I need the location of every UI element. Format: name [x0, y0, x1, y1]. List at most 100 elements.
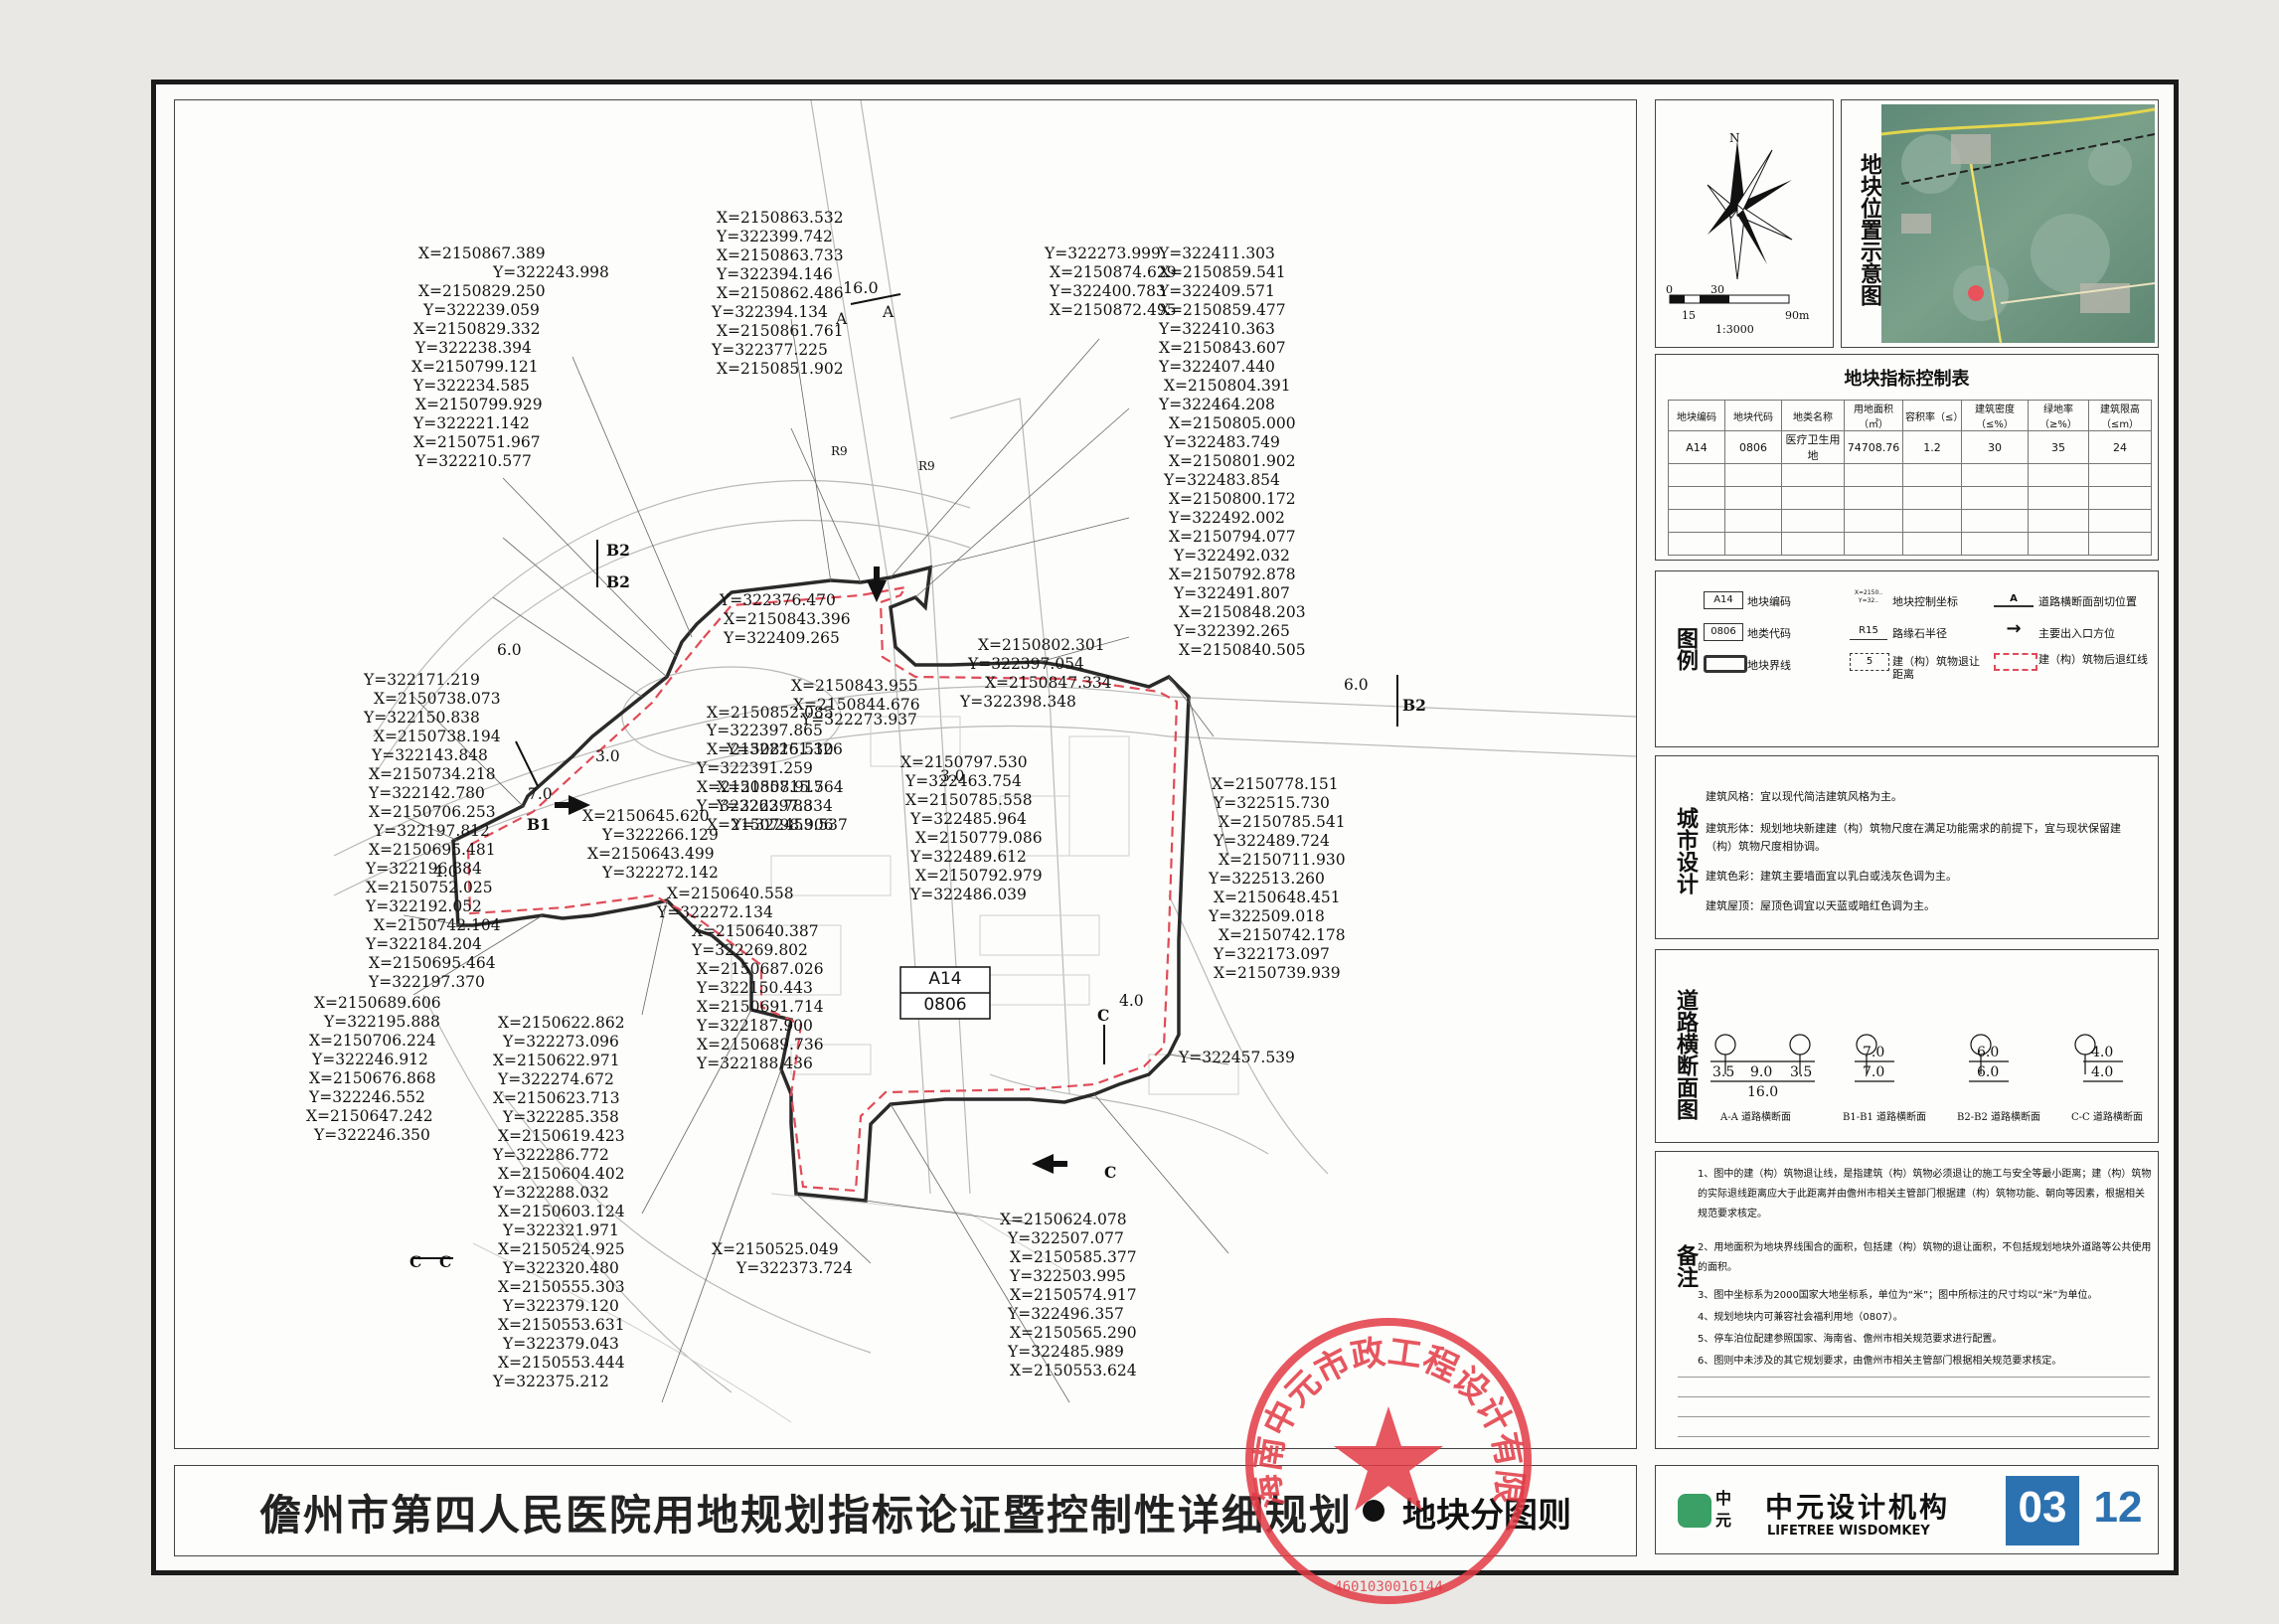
coordinate-label: Y=322407.440 [1159, 358, 1275, 376]
legend-text-landuse-code: 地类代码 [1747, 627, 1791, 640]
coordinate-label: Y=322192.052 [366, 897, 482, 915]
notes-label: 备注 [1673, 1244, 1698, 1288]
index-table-cell: 0806 [1724, 430, 1782, 464]
coordinate-label: Y=322246.552 [309, 1088, 425, 1106]
plan-map: A14 0806 16.0 A A B2 B2 6.0 3.0 7.0 B1 4… [174, 99, 1637, 1449]
section-aa-width: 16.0 [843, 278, 879, 297]
legend-panel: 图例 A14 地块编码 0806 地类代码 地块界线 X=2150.. Y=32… [1655, 570, 2159, 747]
section-cc-name: C-C 道路横断面 [2071, 1112, 2143, 1123]
legend-text-section-cut: 道路横断面剖切位置 [2038, 595, 2137, 608]
page-total: 12 [2093, 1483, 2143, 1532]
section-cut-c-left: C [409, 1252, 422, 1271]
index-table-cell: 74708.76 [1844, 430, 1903, 464]
coordinate-label: Y=322269.802 [692, 941, 808, 959]
index-table-cell: 30 [1961, 430, 2029, 464]
section-b1-width: 7.0 [528, 785, 553, 803]
coordinate-label: X=2150553.624 [1010, 1362, 1137, 1380]
coordinate-label: Y=322507.077 [1008, 1229, 1124, 1247]
coordinate-label: Y=322150.838 [364, 709, 480, 727]
company-logo-icon [1678, 1494, 1711, 1528]
coordinate-label: Y=322410.363 [1159, 320, 1275, 338]
coordinate-label: X=2150799.929 [415, 396, 543, 413]
section-cc-right: 4.0 [1119, 992, 1144, 1010]
coordinate-label: Y=322397.054 [968, 655, 1084, 673]
coordinate-label: Y=322266.129 [602, 826, 719, 844]
note-line-3: 规范要求核定。 [1698, 1209, 1767, 1219]
curb-radius-2: R9 [918, 459, 935, 473]
coordinate-label: Y=322171.219 [364, 671, 480, 689]
notes-panel: 备注 1、图中的建（构）筑物退让线，是指建筑（构）筑物必须退让的施工与安全等最小… [1655, 1151, 2159, 1449]
section-cut-c-left2: C [439, 1252, 452, 1271]
company-seal-stamp: 海南中元市政工程设计有限公司 4601030016144 [1234, 1307, 1532, 1604]
legend-symbol-landuse-code: 0806 [1704, 623, 1743, 641]
coordinate-label: X=2150815.510 [707, 740, 834, 758]
coordinate-label: X=2150623.713 [493, 1089, 620, 1107]
coordinate-label: X=2150805.000 [1169, 414, 1296, 432]
section-b1-name: B1-B1 道路横断面 [1843, 1112, 1926, 1123]
legend-symbol-radius: R15 [1850, 623, 1887, 640]
note-line-4: 2、用地面积为地块界线围合的面积，包括建（构）筑物的退让面积，不包括规划地块外道… [1698, 1242, 2152, 1253]
legend-text-boundary: 地块界线 [1747, 659, 1791, 672]
north-arrow-icon [1669, 140, 1793, 304]
coordinate-label: X=2150604.402 [498, 1165, 625, 1183]
coordinate-label: X=2150844.676 [793, 696, 920, 714]
legend-text-entrance: 主要出入口方位 [2038, 627, 2115, 640]
section-cut-b2-right: B2 [1402, 696, 1426, 715]
coordinate-label: Y=322272.134 [657, 903, 773, 921]
legend-symbol-entrance-arrow-icon: → [2006, 618, 2022, 639]
coordinate-label: X=2150843.955 [791, 677, 918, 695]
coordinate-label: X=2150799.121 [411, 358, 539, 376]
scale-tick-90: 90m [1785, 309, 1810, 322]
note-line-6: 3、图中坐标系为2000国家大地坐标系，单位为“米”；图中所标注的尺寸均以“米”… [1698, 1290, 2098, 1301]
coordinate-label: X=2150751.967 [413, 433, 541, 451]
setback-b: 3.0 [940, 767, 965, 785]
coordinate-label: Y=322246.912 [312, 1051, 428, 1068]
coordinate-label: Y=322379.043 [503, 1335, 619, 1353]
urban-design-line-5: 建筑屋顶：屋顶色调宜以天蓝或暗红色调为主。 [1706, 899, 1935, 912]
curb-radius-1: R9 [831, 444, 848, 458]
coordinate-label: X=2150619.423 [498, 1127, 625, 1145]
section-cut-a-right: A [883, 303, 895, 321]
note-line-9: 6、图则中未涉及的其它规划要求，由儋州市相关主管部门根据相关规范要求核定。 [1698, 1356, 2062, 1367]
legend-symbol-plot-code: A14 [1704, 591, 1743, 609]
legend-symbol-setback: 5 [1850, 653, 1889, 671]
coordinate-label: X=2150734.218 [369, 765, 496, 783]
coordinate-label: Y=322143.848 [372, 746, 488, 764]
coordinate-label: Y=322496.357 [1008, 1305, 1124, 1323]
coordinate-label: Y=322394.146 [717, 265, 833, 283]
coordinate-label: Y=322485.964 [910, 810, 1027, 828]
coordinate-label: X=2150797.530 [900, 753, 1028, 771]
index-table-header: 地类名称 [1781, 400, 1845, 431]
urban-design-line-1: 建筑风格：宜以现代简洁建筑风格为主。 [1706, 790, 1902, 803]
note-line-8: 5、停车泊位配建参照国家、海南省、儋州市相关规范要求进行配置。 [1698, 1334, 2003, 1345]
coordinate-label: Y=322221.142 [413, 414, 530, 432]
coordinate-label: Y=322399.742 [717, 228, 833, 245]
section-b1-dim: 7.0 [1863, 1045, 1885, 1060]
coordinate-label: Y=322409.571 [1159, 282, 1275, 300]
location-map-label: 地块位置示意图 [1857, 153, 1881, 306]
section-cut-c-right: C [1097, 1006, 1110, 1025]
legend-label: 图例 [1673, 627, 1698, 671]
coordinate-label: X=2150647.242 [306, 1107, 433, 1125]
coordinate-label: Y=322375.212 [493, 1373, 609, 1390]
coordinate-label: X=2150574.917 [1010, 1286, 1137, 1304]
coordinate-label: X=2150640.558 [667, 885, 794, 902]
coordinate-label: X=2150711.930 [1219, 851, 1346, 869]
coordinate-label: X=2150676.868 [309, 1069, 436, 1087]
coordinate-label: X=2150622.971 [493, 1052, 620, 1069]
coordinate-label: X=2150603.124 [498, 1203, 625, 1220]
coordinate-label: Y=322397.865 [707, 722, 823, 739]
coordinate-label: X=2150778.151 [1212, 775, 1339, 793]
coordinate-label: Y=322411.303 [1159, 244, 1275, 262]
section-b2-name: B2-B2 道路横断面 [1957, 1112, 2040, 1123]
coordinate-label: Y=322238.394 [415, 339, 532, 357]
company-name-en: LIFETREE WISDOMKEY [1767, 1524, 1930, 1539]
plot-landuse-code: 0806 [923, 995, 967, 1015]
coordinate-label: Y=322453.537 [732, 816, 848, 834]
coordinate-label: Y=322273.937 [801, 711, 917, 729]
coordinate-label: X=2150863.733 [717, 246, 844, 264]
coordinate-label: X=2150691.714 [697, 998, 824, 1016]
coordinate-label: X=2150706.253 [369, 803, 496, 821]
coordinate-label: Y=322142.780 [369, 784, 485, 802]
index-table-cell: 1.2 [1902, 430, 1962, 464]
